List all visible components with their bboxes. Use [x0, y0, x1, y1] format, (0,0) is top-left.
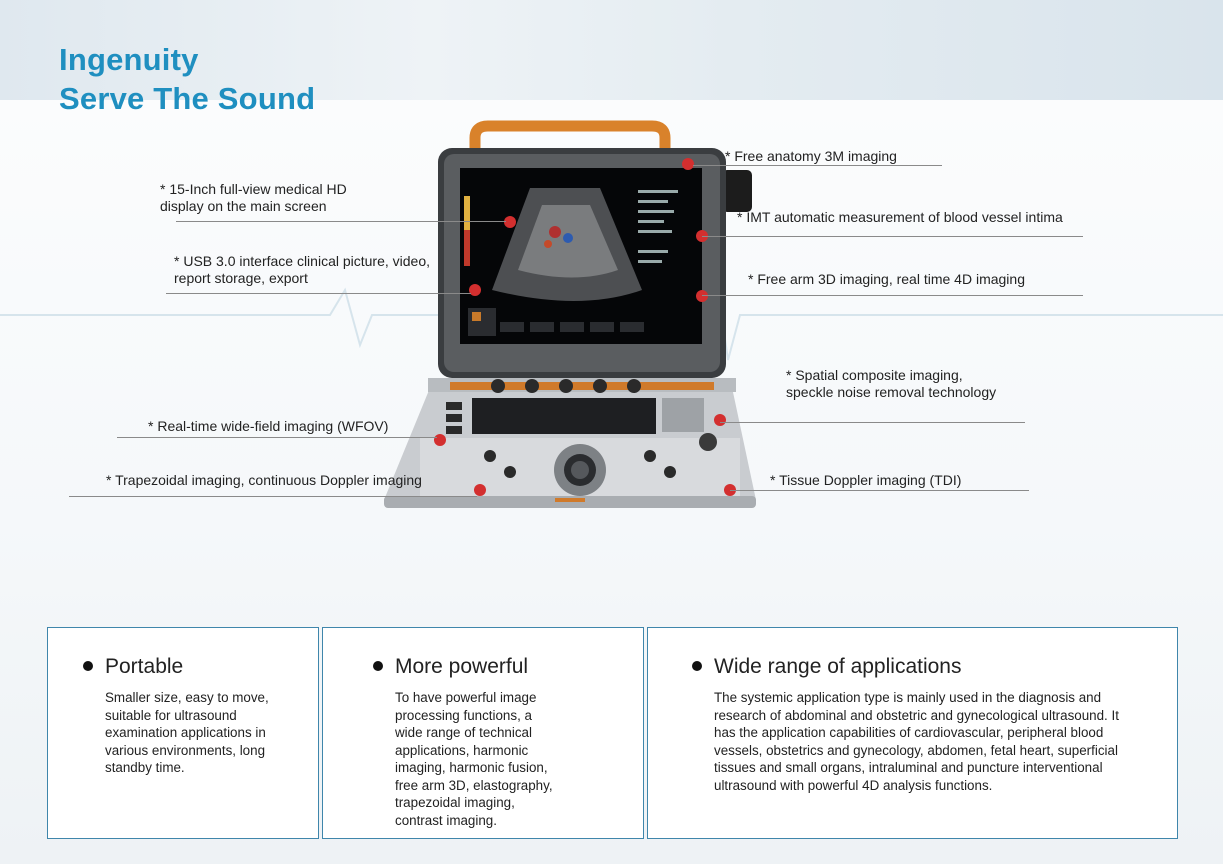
callout-display-line — [176, 221, 506, 222]
header-background — [0, 0, 1223, 100]
ultrasound-device-image — [384, 120, 756, 508]
callout-anatomy-line — [693, 165, 942, 166]
callout-imt: * IMT automatic measurement of blood ves… — [737, 209, 1063, 225]
feature-box-more-powerful: More powerful To have powerful image pro… — [322, 627, 644, 839]
feature-title: Wide range of applications — [714, 655, 962, 678]
callout-trapezoidal: * Trapezoidal imaging, continuous Dopple… — [106, 472, 422, 488]
callout-display: * 15-Inch full-view medical HD display o… — [160, 181, 347, 214]
feature-title: Portable — [105, 655, 184, 678]
callout-imt-line — [702, 236, 1083, 237]
callout-spatial: * Spatial composite imaging, speckle noi… — [786, 367, 997, 400]
callout-spatial-line — [720, 422, 1025, 423]
bullet-icon — [373, 661, 383, 671]
page-title: Ingenuity Serve The Sound — [59, 40, 315, 118]
title-line-2: Serve The Sound — [59, 81, 316, 116]
callout-wfov: * Real-time wide-field imaging (WFOV) — [148, 418, 389, 434]
feature-box-portable: Portable Smaller size, easy to move, sui… — [47, 627, 319, 839]
callout-arm3d-line — [702, 295, 1083, 296]
feature-title: More powerful — [395, 655, 529, 678]
callout-usb-line — [166, 293, 471, 294]
callout-arm3d: * Free arm 3D imaging, real time 4D imag… — [748, 271, 1025, 287]
callout-anatomy: * Free anatomy 3M imaging — [725, 148, 897, 164]
bullet-icon — [692, 661, 702, 671]
callout-usb: * USB 3.0 interface clinical picture, vi… — [174, 253, 431, 286]
feature-text: Smaller size, easy to move, suitable for… — [105, 690, 269, 775]
feature-box-wide-range: Wide range of applications The systemic … — [647, 627, 1178, 839]
feature-text: The systemic application type is mainly … — [714, 690, 1119, 793]
callout-trapezoidal-line — [69, 496, 477, 497]
callout-wfov-line — [117, 437, 437, 438]
callout-tdi: * Tissue Doppler imaging (TDI) — [770, 472, 962, 488]
bullet-icon — [83, 661, 93, 671]
callout-tdi-line — [730, 490, 1029, 491]
feature-text: To have powerful image processing functi… — [395, 690, 553, 828]
title-line-1: Ingenuity — [59, 42, 199, 77]
